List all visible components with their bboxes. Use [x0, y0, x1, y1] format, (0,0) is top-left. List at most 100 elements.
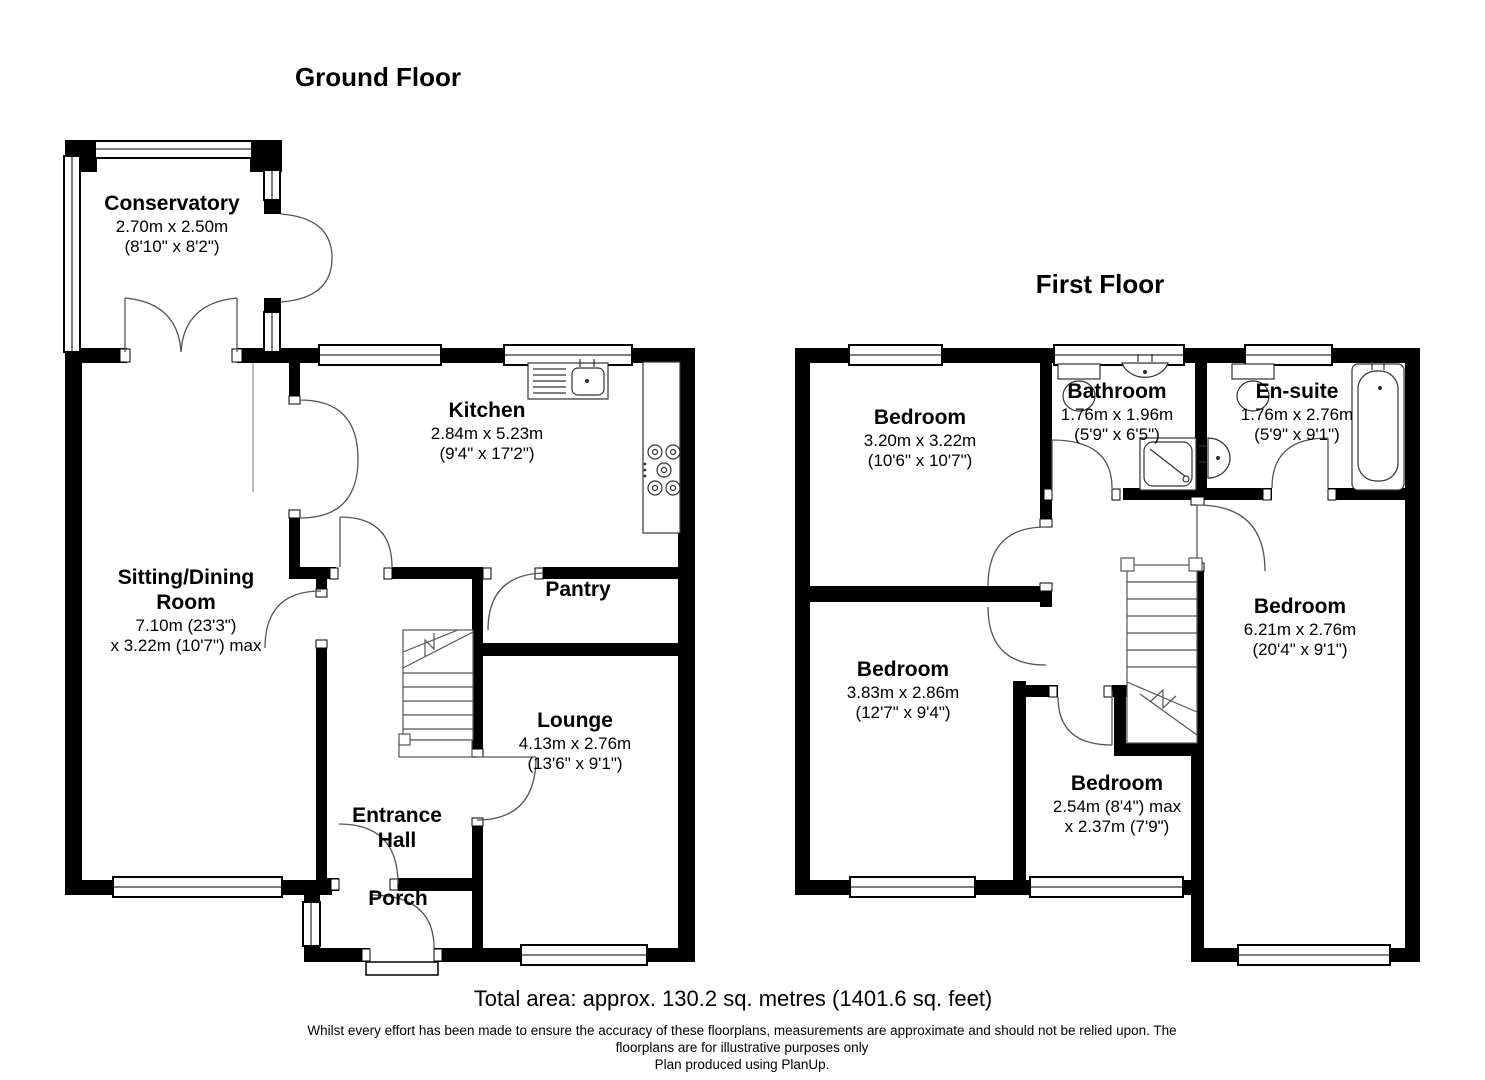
window — [263, 311, 281, 353]
first-floor-windows — [848, 344, 1391, 966]
room-dim-metric: 4.13m x 2.76m — [518, 733, 632, 753]
room-name: Bedroom — [873, 406, 967, 429]
room-name: Entrance — [352, 804, 442, 827]
first-floor-title: First Floor — [1035, 269, 1165, 299]
total-area-text: Total area: approx. 130.2 sq. metres (14… — [473, 986, 993, 1011]
ground-floor-windows — [63, 140, 648, 976]
room-dim-imperial: (5'9" x 9'1") — [1254, 424, 1340, 444]
window — [263, 169, 281, 201]
room-dim-imperial: (13'6" x 9'1") — [527, 753, 623, 773]
door-arc — [339, 516, 393, 568]
door-arc — [487, 572, 544, 631]
room-dim-metric: 1.76m x 1.96m — [1060, 404, 1174, 424]
disclaimer-line-2: floorplans are for illustrative purposes… — [615, 1040, 869, 1055]
washbasin-icon — [1121, 354, 1169, 378]
window — [520, 944, 648, 966]
room-name: Room — [156, 590, 216, 614]
shower-icon — [1139, 437, 1197, 491]
first-floor-walls — [795, 348, 1420, 962]
room-dim-metric: 2.54m (8'4") max — [1052, 796, 1182, 816]
window — [849, 876, 976, 898]
room-name: Bedroom — [1253, 595, 1347, 618]
door-arc — [299, 458, 359, 519]
window — [1237, 944, 1391, 966]
room-label-bedroom-front: Bedroom 3.20m x 3.22m (10'6" x 10'7") — [864, 406, 976, 471]
door-arc — [476, 756, 537, 821]
first-floor-plan — [795, 344, 1420, 966]
room-name: Lounge — [537, 709, 613, 732]
room-dim-imperial: (8'10" x 8'2") — [124, 236, 220, 256]
room-name: Pantry — [545, 578, 611, 601]
room-name: Bathroom — [1067, 380, 1167, 403]
door-arc — [180, 297, 238, 353]
window — [112, 876, 283, 898]
room-dim-imperial: x 2.37m (7'9") — [1064, 816, 1170, 836]
door-arc — [264, 590, 322, 649]
room-label-bedroom-left: Bedroom 3.83m x 2.86m (12'7" x 9'4") — [847, 658, 959, 723]
room-dim-imperial: (20'4" x 9'1") — [1252, 639, 1348, 659]
room-dim-metric: 3.20m x 3.22m — [863, 430, 977, 450]
room-name: Hall — [377, 828, 417, 852]
door-arc — [1057, 696, 1113, 746]
door-arc — [280, 213, 333, 259]
room-name: Porch — [368, 887, 428, 910]
room-dim-metric: 3.83m x 2.86m — [846, 682, 960, 702]
room-dim-metric: 1.76m x 2.76m — [1240, 404, 1354, 424]
room-dim-imperial: x 3.22m (10'7") max — [110, 635, 262, 655]
door-arc — [1196, 504, 1266, 572]
window — [503, 344, 633, 366]
room-label-conservatory: Conservatory 2.70m x 2.50m (8'10" x 8'2"… — [104, 192, 239, 257]
room-label-porch: Porch — [368, 887, 428, 912]
door-arc — [124, 297, 182, 353]
room-dim-metric: 7.10m (23'3") — [135, 615, 237, 635]
window — [1244, 344, 1333, 366]
toilet-icon — [1231, 363, 1275, 412]
room-name: Kitchen — [448, 399, 526, 422]
room-dim-imperial: (5'9" x 6'5") — [1074, 424, 1160, 444]
window — [848, 344, 943, 366]
room-label-bedroom-right: Bedroom 6.21m x 2.76m (20'4" x 9'1") — [1244, 595, 1356, 660]
room-name: Conservatory — [104, 192, 240, 215]
door-arc — [338, 823, 399, 885]
door-arc — [1271, 437, 1329, 489]
window — [318, 344, 442, 366]
room-label-bathroom: Bathroom 1.76m x 1.96m (5'9" x 6'5") — [1061, 380, 1173, 445]
door-arc — [369, 894, 435, 949]
door-arc — [987, 606, 1047, 666]
window — [63, 155, 81, 353]
room-dim-imperial: (10'6" x 10'7") — [867, 450, 973, 470]
room-label-entrance-hall: Entrance Hall — [352, 804, 442, 854]
kitchen-hob-icon — [643, 444, 681, 496]
ground-floor-walls — [65, 140, 695, 962]
room-dim-metric: 2.70m x 2.50m — [115, 216, 229, 236]
room-name: En-suite — [1255, 380, 1339, 403]
door-arc — [987, 526, 1047, 587]
door-arc — [280, 257, 333, 303]
room-dim-metric: 2.84m x 5.23m — [430, 423, 544, 443]
room-dim-metric: 6.21m x 2.76m — [1243, 619, 1357, 639]
washbasin-icon — [1199, 437, 1231, 479]
room-label-kitchen: Kitchen 2.84m x 5.23m (9'4" x 17'2") — [431, 399, 543, 464]
window — [302, 901, 321, 947]
kitchen-counter — [642, 361, 681, 534]
door-arc — [1051, 439, 1113, 489]
room-label-ensuite: En-suite 1.76m x 2.76m (5'9" x 9'1") — [1241, 380, 1353, 445]
ground-floor-doors — [124, 213, 544, 949]
window — [1053, 344, 1185, 366]
room-label-bedroom-middle: Bedroom 2.54m (8'4") max x 2.37m (7'9") — [1053, 772, 1181, 837]
bathtub-icon — [1351, 361, 1405, 491]
room-name: Bedroom — [1070, 772, 1164, 795]
room-name: Sitting/Dining — [117, 566, 255, 589]
kitchen-sink-icon — [527, 359, 609, 400]
room-label-lounge: Lounge 4.13m x 2.76m (13'6" x 9'1") — [519, 709, 631, 774]
room-label-sitting-dining: Sitting/Dining Room 7.10m (23'3") x 3.22… — [111, 566, 262, 656]
room-dim-imperial: (9'4" x 17'2") — [439, 443, 535, 463]
staircase — [1120, 557, 1203, 744]
disclaimer-line-1: Whilst every effort has been made to ens… — [307, 1023, 1177, 1038]
window — [1029, 876, 1184, 898]
toilet-icon — [1057, 363, 1101, 412]
room-name: Bedroom — [856, 658, 950, 681]
ground-floor-title: Ground Floor — [294, 62, 462, 92]
